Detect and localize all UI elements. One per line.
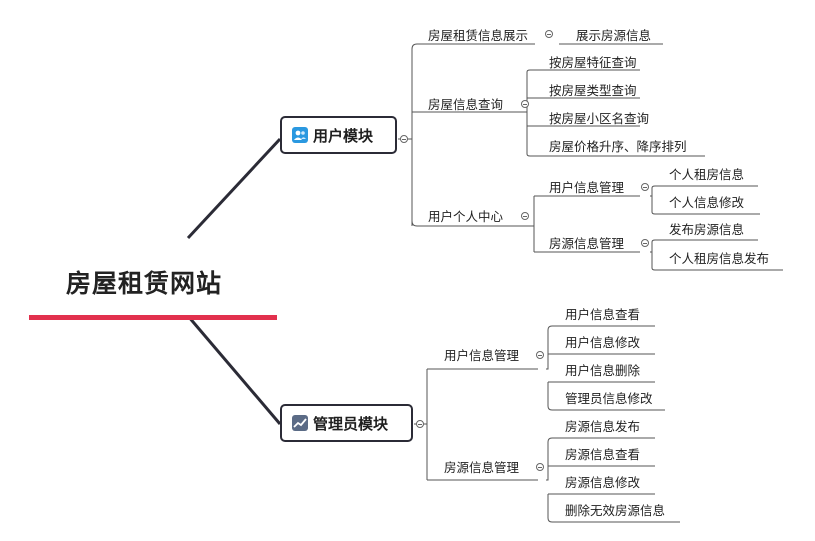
branch-admin-listing-manage[interactable]: 房源信息管理 xyxy=(444,460,520,475)
branch-user-info-manage[interactable]: 用户信息管理 xyxy=(549,180,625,195)
root-title: 房屋租赁网站 xyxy=(66,269,223,298)
leaf-publish-listing[interactable]: 发布房源信息 xyxy=(669,222,745,237)
user-module-node[interactable]: 用户模块 xyxy=(280,116,397,154)
root-connectors xyxy=(186,137,282,425)
leaf-user-info-edit[interactable]: 用户信息修改 xyxy=(565,335,641,350)
leaf-price-sort[interactable]: 房屋价格升序、降序排列 xyxy=(549,139,687,154)
root-underline xyxy=(29,315,277,320)
leaf-show-listings[interactable]: 展示房源信息 xyxy=(576,28,652,43)
admin-module-collapse-toggle[interactable] xyxy=(416,420,424,428)
user-module-label: 用户模块 xyxy=(313,126,374,145)
leaf-listing-publish[interactable]: 房源信息发布 xyxy=(565,419,641,434)
leaf-query-by-feature[interactable]: 按房屋特征查询 xyxy=(549,55,637,70)
listing-manage-collapse-toggle[interactable] xyxy=(641,239,649,247)
user-icon xyxy=(292,127,308,143)
branch-admin-user-manage[interactable]: 用户信息管理 xyxy=(444,348,520,363)
house-query-collapse-toggle[interactable] xyxy=(521,100,529,108)
branch-connectors xyxy=(398,43,783,523)
leaf-admin-info-edit[interactable]: 管理员信息修改 xyxy=(565,391,653,406)
branch-house-query[interactable]: 房屋信息查询 xyxy=(428,97,504,112)
root-to-user-module-line xyxy=(186,137,282,240)
root-to-admin-module-line xyxy=(186,315,282,425)
leaf-user-info-delete[interactable]: 用户信息删除 xyxy=(565,363,641,378)
rental-display-collapse-toggle[interactable] xyxy=(545,30,553,38)
leaf-personal-info-edit[interactable]: 个人信息修改 xyxy=(669,195,745,210)
user-center-collapse-toggle[interactable] xyxy=(521,212,529,220)
admin-module-node[interactable]: 管理员模块 xyxy=(280,404,413,442)
admin-module-label: 管理员模块 xyxy=(313,414,389,433)
admin-listing-manage-collapse-toggle[interactable] xyxy=(536,463,544,471)
admin-user-manage-collapse-toggle[interactable] xyxy=(536,351,544,359)
leaf-query-by-community[interactable]: 按房屋小区名查询 xyxy=(549,111,650,126)
leaf-listing-edit[interactable]: 房源信息修改 xyxy=(565,475,641,490)
leaf-user-info-view[interactable]: 用户信息查看 xyxy=(565,307,641,322)
branch-rental-display[interactable]: 房屋租赁信息展示 xyxy=(428,28,529,43)
leaf-listing-view[interactable]: 房源信息查看 xyxy=(565,447,641,462)
branch-user-center[interactable]: 用户个人中心 xyxy=(428,209,504,224)
user-module-collapse-toggle[interactable] xyxy=(400,135,408,143)
leaf-query-by-type[interactable]: 按房屋类型查询 xyxy=(549,83,637,98)
branch-listing-manage[interactable]: 房源信息管理 xyxy=(549,236,625,251)
leaf-personal-rental-info[interactable]: 个人租房信息 xyxy=(669,167,745,182)
leaf-delete-invalid-listing[interactable]: 删除无效房源信息 xyxy=(565,503,666,518)
user-info-manage-collapse-toggle[interactable] xyxy=(641,183,649,191)
leaf-personal-rental-publish[interactable]: 个人租房信息发布 xyxy=(669,251,770,266)
chart-icon xyxy=(292,415,308,431)
